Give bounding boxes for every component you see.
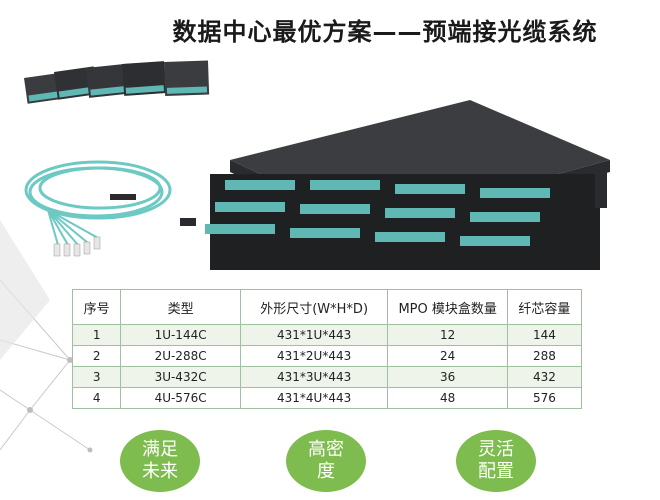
table-row: 4 4U-576C 431*4U*443 48 576 xyxy=(71,387,583,409)
feature-badge-flexible-config: 灵活配置 xyxy=(456,430,536,492)
cell-mpo-count: 24 xyxy=(387,345,508,367)
rack-enclosure-image xyxy=(180,100,610,270)
header-mpo-count: MPO 模块盒数量 xyxy=(387,289,508,325)
feature-badge-high-density: 高密度 xyxy=(286,430,366,492)
header-index: 序号 xyxy=(71,289,122,325)
header-fiber-capacity: 纤芯容量 xyxy=(506,289,583,325)
cell-dimensions: 431*4U*443 xyxy=(239,387,389,409)
cell-fiber-capacity: 576 xyxy=(506,387,583,409)
cell-type: 4U-576C xyxy=(120,387,241,409)
cell-fiber-capacity: 144 xyxy=(506,324,583,346)
table-row: 3 3U-432C 431*3U*443 36 432 xyxy=(71,366,583,388)
cell-mpo-count: 48 xyxy=(387,387,508,409)
badge-label: 灵活配置 xyxy=(478,439,514,482)
cell-dimensions: 431*3U*443 xyxy=(239,366,389,388)
cell-index: 2 xyxy=(71,345,122,367)
cell-fiber-capacity: 288 xyxy=(506,345,583,367)
badge-label: 高密度 xyxy=(308,439,344,482)
cell-type: 3U-432C xyxy=(120,366,241,388)
slide-title: 数据中心最优方案——预端接光缆系统 xyxy=(172,18,598,46)
cell-index: 3 xyxy=(71,366,122,388)
table-row: 1 1U-144C 431*1U*443 12 144 xyxy=(71,324,583,346)
spec-table: 序号 类型 外形尺寸(W*H*D) MPO 模块盒数量 纤芯容量 1 1U-14… xyxy=(71,289,583,409)
table-row: 2 2U-288C 431*2U*443 24 288 xyxy=(71,345,583,367)
cell-dimensions: 431*1U*443 xyxy=(239,324,389,346)
cassette-modules-image xyxy=(24,60,210,104)
cell-fiber-capacity: 432 xyxy=(506,366,583,388)
cell-mpo-count: 12 xyxy=(387,324,508,346)
cell-mpo-count: 36 xyxy=(387,366,508,388)
network-decoration xyxy=(0,220,93,453)
header-dimensions: 外形尺寸(W*H*D) xyxy=(239,289,389,325)
cell-type: 1U-144C xyxy=(120,324,241,346)
cell-index: 4 xyxy=(71,387,122,409)
cell-dimensions: 431*2U*443 xyxy=(239,345,389,367)
cell-index: 1 xyxy=(71,324,122,346)
badge-label: 满足未来 xyxy=(142,439,178,482)
feature-badge-future-ready: 满足未来 xyxy=(120,430,200,492)
cell-type: 2U-288C xyxy=(120,345,241,367)
table-header-row: 序号 类型 外形尺寸(W*H*D) MPO 模块盒数量 纤芯容量 xyxy=(71,289,583,325)
header-type: 类型 xyxy=(120,289,241,325)
fanout-cable-image xyxy=(24,160,172,257)
